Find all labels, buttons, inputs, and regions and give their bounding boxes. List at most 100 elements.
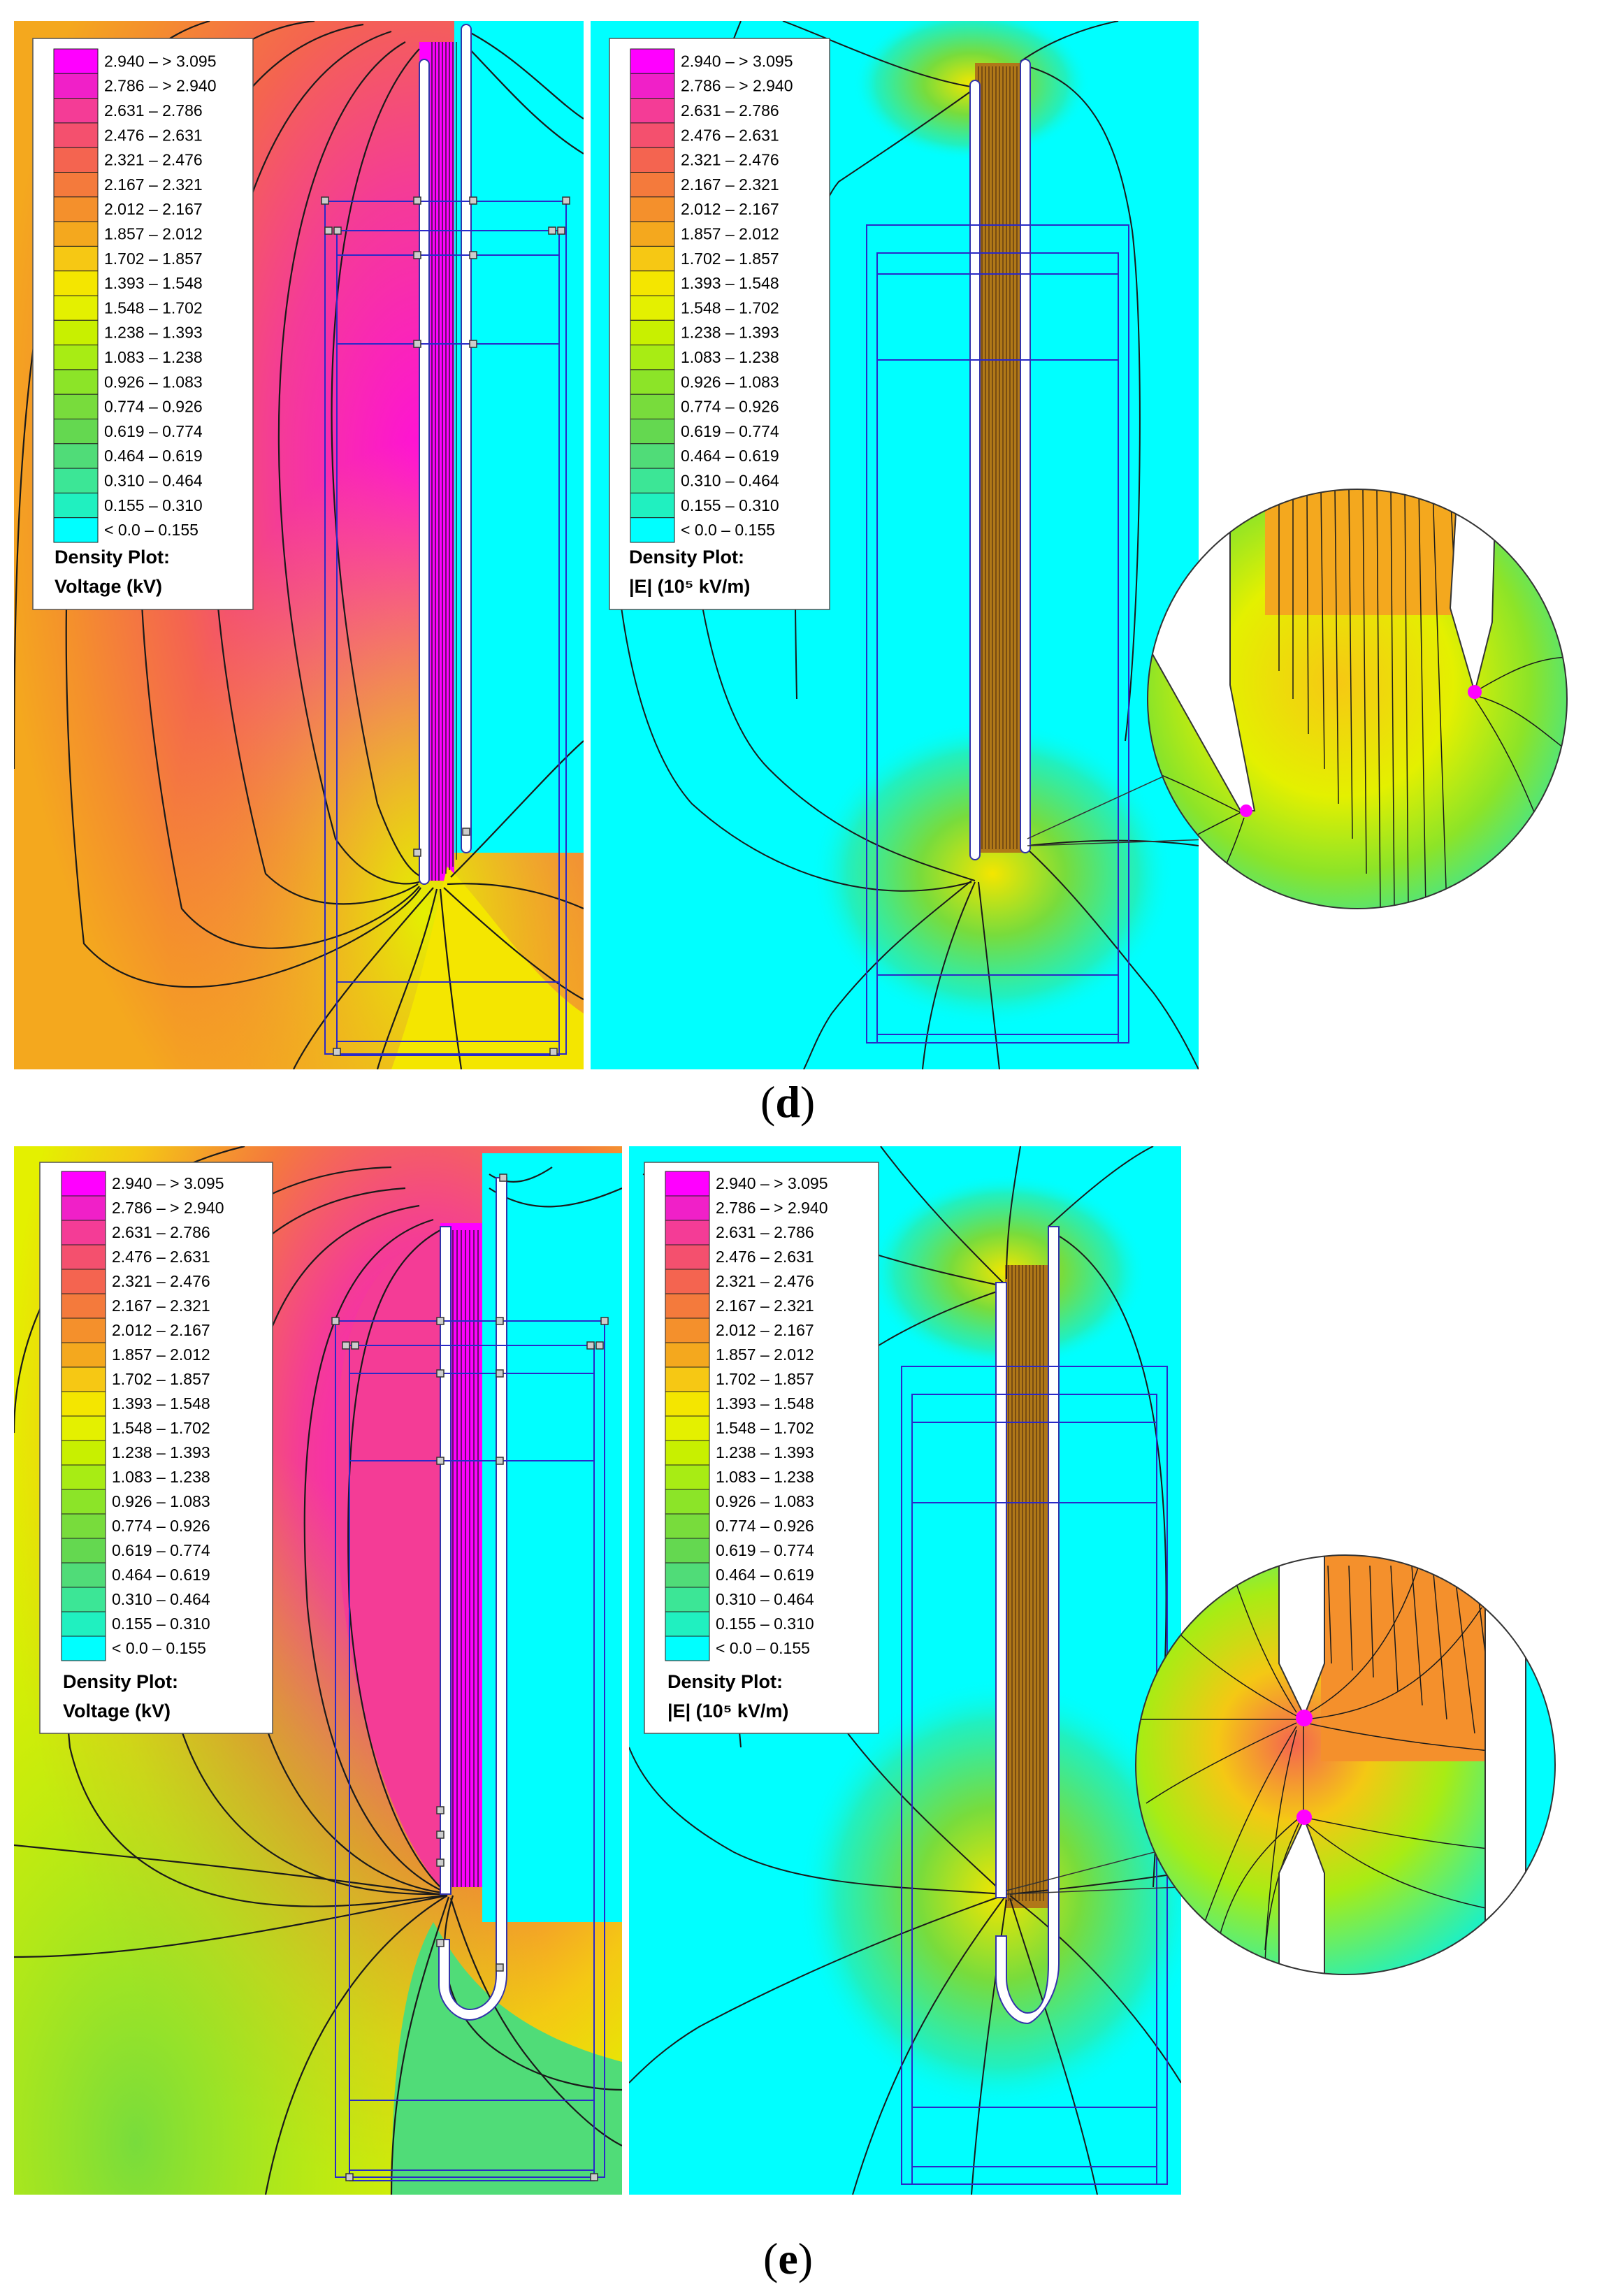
- legend-swatch: [53, 270, 99, 296]
- legend-label: 0.926 – 1.083: [716, 1492, 814, 1510]
- legend-label: 2.786 – > 2.940: [681, 77, 793, 95]
- legend-swatch: [630, 196, 675, 222]
- legend-swatch: [665, 1489, 710, 1515]
- legend-label: 1.548 – 1.702: [104, 298, 203, 317]
- panel-e-caption: (e): [763, 2234, 814, 2283]
- legend-swatch: [665, 1415, 710, 1441]
- legend-label: 0.310 – 0.464: [104, 472, 203, 490]
- legend-swatch: [630, 369, 675, 395]
- legend-label: 1.393 – 1.548: [716, 1394, 814, 1413]
- legend-label: 1.238 – 1.393: [104, 324, 203, 342]
- legend-label: 0.926 – 1.083: [112, 1492, 210, 1510]
- legend-label: 2.321 – 2.476: [104, 151, 203, 169]
- legend-label: 1.702 – 1.857: [112, 1370, 210, 1388]
- legend-label: 1.702 – 1.857: [716, 1370, 814, 1388]
- legend-label: 2.012 – 2.167: [112, 1321, 210, 1339]
- legend-label: 2.786 – > 2.940: [716, 1199, 828, 1217]
- legend-label: 1.548 – 1.702: [681, 298, 779, 317]
- legend-label: 2.476 – 2.631: [112, 1248, 210, 1266]
- legend-label: 0.619 – 0.774: [112, 1541, 210, 1559]
- legend-swatch: [61, 1636, 106, 1661]
- legend-swatch: [630, 73, 675, 99]
- legend-label: 2.940 – > 3.095: [112, 1174, 224, 1192]
- legend-label: 0.464 – 0.619: [104, 447, 203, 465]
- legend-swatch: [61, 1489, 106, 1515]
- legend-swatches: [61, 1171, 106, 1661]
- panel-d-caption: (d): [760, 1077, 816, 1127]
- panel-e-zoom-inset: [1135, 1554, 1556, 1975]
- legend-label: 1.083 – 1.238: [681, 348, 779, 366]
- legend-label: 0.464 – 0.619: [112, 1566, 210, 1584]
- legend-swatch: [665, 1636, 710, 1661]
- legend-label: 2.786 – > 2.940: [104, 77, 217, 95]
- legend-swatch: [61, 1538, 106, 1564]
- legend-label: 2.167 – 2.321: [716, 1297, 814, 1315]
- legend-swatch: [630, 394, 675, 420]
- legend-label: 2.631 – 2.786: [681, 101, 779, 120]
- legend-label: 1.857 – 2.012: [112, 1345, 210, 1364]
- legend-label: 2.631 – 2.786: [112, 1223, 210, 1241]
- legend-swatch: [630, 443, 675, 469]
- legend-swatch: [630, 319, 675, 346]
- legend-swatch: [53, 394, 99, 420]
- legend-label: 0.619 – 0.774: [681, 422, 779, 440]
- legend-swatch: [665, 1391, 710, 1417]
- legend-swatch: [630, 419, 675, 445]
- legend-label: 2.631 – 2.786: [716, 1223, 814, 1241]
- legend-swatch: [630, 345, 675, 370]
- legend-label: 1.393 – 1.548: [112, 1394, 210, 1413]
- legend-label: 0.774 – 0.926: [112, 1517, 210, 1535]
- legend-label: 2.012 – 2.167: [681, 200, 779, 218]
- legend-label: 1.857 – 2.012: [681, 225, 779, 243]
- legend-swatch: [53, 295, 99, 321]
- legend-swatch: [630, 295, 675, 321]
- legend-swatch: [53, 147, 99, 173]
- legend-swatch: [61, 1415, 106, 1441]
- legend-swatch: [53, 172, 99, 198]
- legend-label: 2.321 – 2.476: [716, 1272, 814, 1290]
- legend-label: 1.238 – 1.393: [716, 1443, 814, 1461]
- legend-title-line2: Voltage (kV): [55, 576, 162, 597]
- legend-swatch: [61, 1269, 106, 1294]
- legend-swatch: [665, 1244, 710, 1270]
- legend-label: 1.548 – 1.702: [716, 1419, 814, 1437]
- legend-title-line2: |E| (10⁵ kV/m): [629, 576, 750, 597]
- legend-swatch: [53, 245, 99, 272]
- legend-swatch: [665, 1366, 710, 1392]
- legend-label: 1.083 – 1.238: [112, 1468, 210, 1486]
- legend-swatch: [61, 1587, 106, 1612]
- legend-swatch: [630, 172, 675, 198]
- legend-label: 1.083 – 1.238: [716, 1468, 814, 1486]
- legend-swatch: [665, 1513, 710, 1539]
- legend-label: < 0.0 – 0.155: [104, 521, 198, 539]
- legend-label: 1.702 – 1.857: [681, 250, 779, 268]
- legend-swatch: [61, 1293, 106, 1319]
- legend-title-line2: |E| (10⁵ kV/m): [667, 1701, 788, 1721]
- legend-label: 1.393 – 1.548: [681, 274, 779, 292]
- legend-label: < 0.0 – 0.155: [681, 521, 775, 539]
- legend-swatch: [61, 1513, 106, 1539]
- legend-swatch: [53, 517, 99, 543]
- legend-swatch: [630, 122, 675, 148]
- legend-swatch: [630, 468, 675, 493]
- legend-swatch: [53, 492, 99, 519]
- legend-label: 1.238 – 1.393: [112, 1443, 210, 1461]
- legend-swatch: [61, 1171, 106, 1197]
- legend-swatch: [665, 1220, 710, 1246]
- legend-label: 2.786 – > 2.940: [112, 1199, 224, 1217]
- legend-swatch: [665, 1440, 710, 1466]
- legend-swatch: [53, 98, 99, 124]
- legend-title-line2: Voltage (kV): [63, 1701, 171, 1721]
- legend-swatch: [665, 1195, 710, 1221]
- legend-swatch: [61, 1342, 106, 1368]
- legend-labels: 2.940 – > 3.095 2.786 – > 2.940 2.631 – 2.…: [112, 1174, 224, 1657]
- legend-label: 0.155 – 0.310: [681, 496, 779, 514]
- legend-swatch: [61, 1366, 106, 1392]
- legend-label: 0.464 – 0.619: [716, 1566, 814, 1584]
- panel-e-voltage-legend: 2.940 – > 3.095 2.786 – > 2.940 2.631 – 2.…: [39, 1162, 273, 1734]
